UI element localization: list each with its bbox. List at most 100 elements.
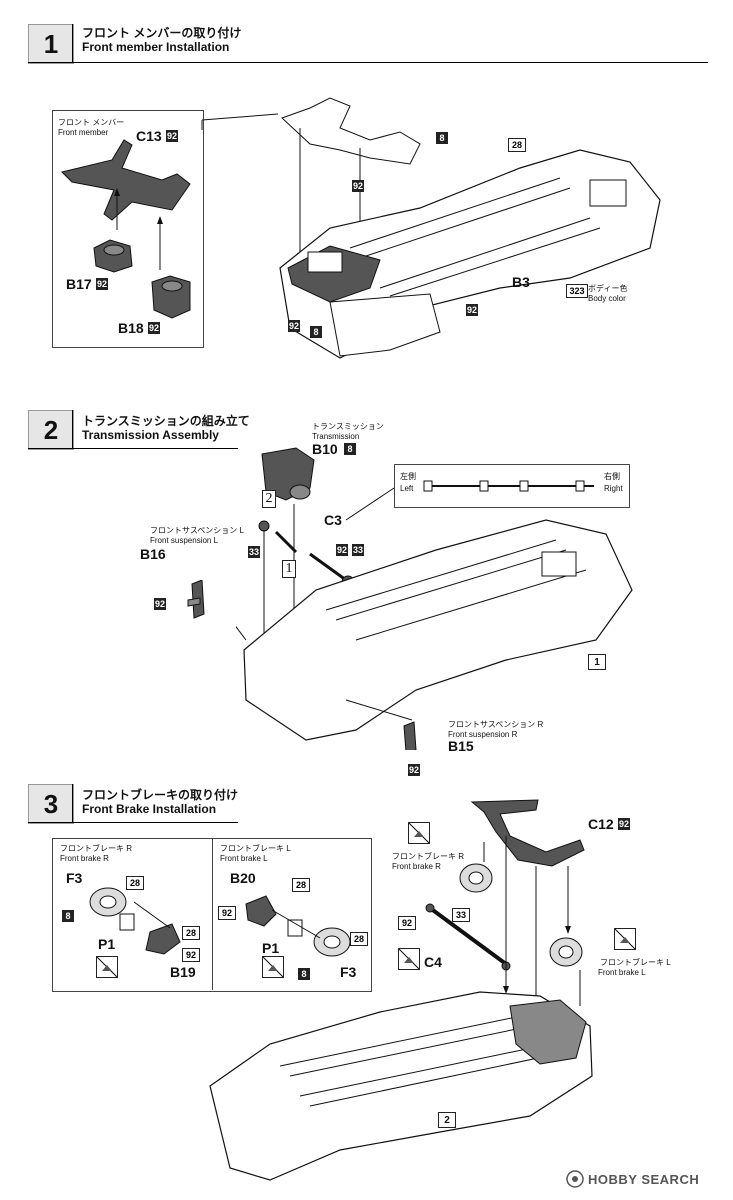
code-92-r: 92 [182,948,200,962]
brake-l-jp: フロントブレーキ L [220,844,291,853]
transmission-en: Transmission [312,432,360,441]
brake-l-drawing [245,895,351,957]
no-glue-icon-l [262,956,284,978]
step-1-number: 1 [28,24,74,64]
no-glue-icon-l-main [614,928,636,950]
code-33-main: 33 [452,908,470,922]
watermark-logo-icon [566,1170,584,1188]
part-p1-r: P1 [98,936,116,952]
fsusp-r-jp: フロントサスペンション R [448,720,544,729]
front-member-inset-drawing [61,139,191,319]
code-c13: 92 [166,130,178,142]
step-2-number-text: 2 [43,414,59,445]
code-92-main: 92 [398,916,416,930]
step-3-number: 3 [28,784,74,824]
part-b3: B3 [512,274,530,290]
step-1-title-en: Front member Installation [82,40,230,54]
front-member-label-jp: フロント メンバー [58,118,125,127]
code-8-bottom: 8 [310,326,322,338]
code-28-r2: 28 [182,926,200,940]
step-3-chassis-drawing [209,799,593,1181]
code-8-l: 8 [298,968,310,980]
no-glue-icon-c4 [398,948,420,970]
part-c3: C3 [324,512,342,528]
ref-step-2: 2 [438,1112,456,1128]
brake-r-en: Front brake R [60,854,109,863]
brake-l-en-main: Front brake L [598,968,646,977]
front-member-inset [52,110,204,348]
code-33-b: 33 [352,544,364,556]
callout-2: 2 [262,490,276,508]
watermark: HOBBY SEARCH [588,1172,700,1187]
code-323: 323 [566,284,588,298]
brake-r-drawing [89,887,181,955]
code-28: 28 [508,138,526,152]
code-92-b: 92 [466,304,478,316]
left-jp: 左側 [400,472,416,481]
brake-inset-divider [212,838,213,990]
code-92-step2: 92 [336,544,348,556]
part-b18: B18 [118,320,144,336]
code-b10: 8 [344,443,356,455]
step-3-number-text: 3 [43,788,59,819]
right-en: Right [604,484,623,493]
code-b16: 92 [154,598,166,610]
callout-1: 1 [282,560,296,578]
step-3-title-jp: フロントブレーキの取り付け [82,788,239,802]
fsusp-r-en: Front suspension R [448,730,518,739]
part-b10: B10 [312,441,338,457]
step-2-vrule [72,410,73,448]
part-b17: B17 [66,276,92,292]
code-92-a: 92 [352,180,364,192]
part-f3-r: F3 [66,870,83,886]
step-2-title-jp: トランスミッションの組み立て [82,414,250,428]
step-1-rule [28,62,708,63]
step-1-title-jp: フロント メンバーの取り付け [82,26,242,40]
step-3-vrule [72,784,73,822]
part-p1-l: P1 [262,940,280,956]
code-28-l2: 28 [350,932,368,946]
inset-leader [201,113,279,130]
code-28-r1: 28 [126,876,144,890]
front-member-label-en: Front member [58,128,109,137]
fsusp-l-jp: フロントサスペンション L [150,526,244,535]
part-b15: B15 [448,738,474,754]
fsusp-l-en: Front suspension L [150,536,219,545]
step-2-number: 2 [28,410,74,450]
transmission-jp: トランスミッション [312,422,384,431]
part-b19: B19 [170,964,196,980]
b16-suspension-drawing [187,580,205,619]
ref-step-1: 1 [588,654,606,670]
step-2-rule [28,448,238,449]
shaft-orientation-box [394,464,630,508]
step-2-title-en: Transmission Assembly [82,428,219,442]
code-92-c: 92 [288,320,300,332]
body-color-jp: ボディー色 [588,284,628,293]
step-1-number-text: 1 [43,28,59,59]
step-3-title-en: Front Brake Installation [82,802,217,816]
no-glue-icon-top [408,822,430,844]
code-c12: 92 [618,818,630,830]
step-1-chassis-drawing [279,97,661,359]
part-c13: C13 [136,128,162,144]
code-b18: 92 [148,322,160,334]
brake-r-jp-main: フロントブレーキ R [392,852,464,861]
right-jp: 右側 [604,472,620,481]
part-c12: C12 [588,816,614,832]
step-1-vrule [72,24,73,62]
step-2-chassis-drawing [236,447,633,750]
part-c4: C4 [424,954,442,970]
code-33-a: 33 [248,546,260,558]
code-92-l: 92 [218,906,236,920]
brake-r-jp: フロントブレーキ R [60,844,132,853]
part-f3-l: F3 [340,964,357,980]
brake-r-en-main: Front brake R [392,862,441,871]
no-glue-icon-r [96,956,118,978]
code-b17: 92 [96,278,108,290]
part-b20: B20 [230,870,256,886]
part-b16: B16 [140,546,166,562]
step-3-rule [28,822,238,823]
body-color-en: Body color [588,294,626,303]
left-en: Left [400,484,414,493]
brake-l-jp-main: フロントブレーキ L [600,958,671,967]
